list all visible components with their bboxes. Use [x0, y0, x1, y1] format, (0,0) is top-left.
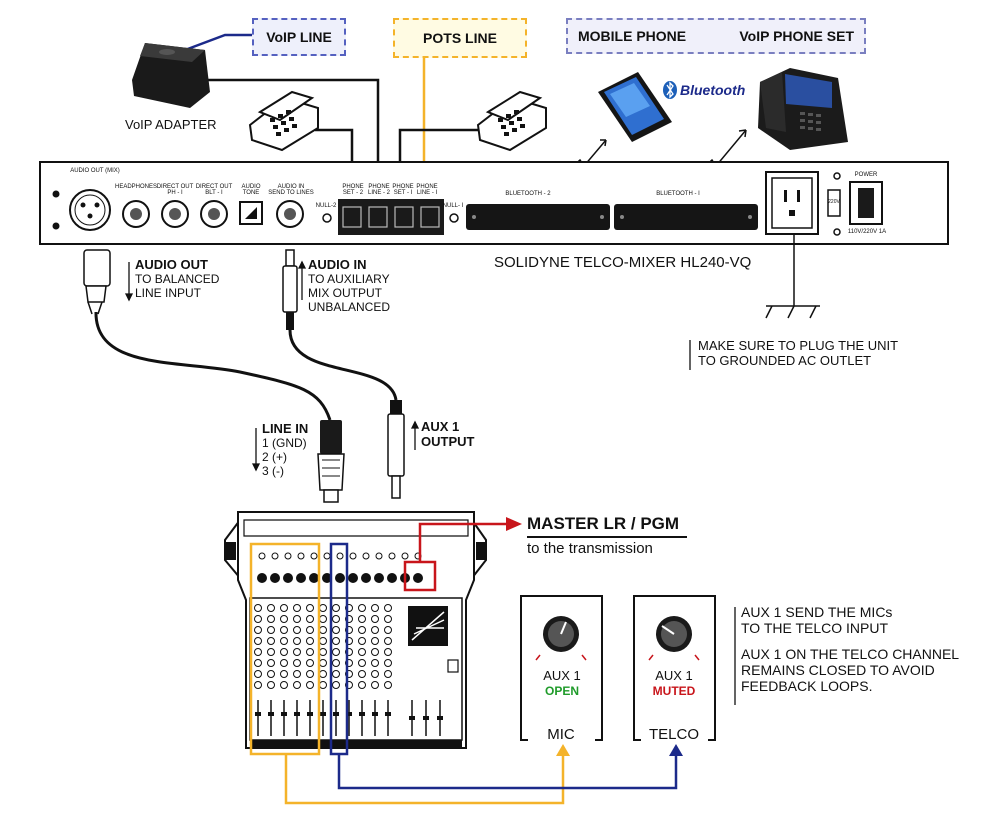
telco-aux-wire	[337, 748, 678, 790]
notes: AUX 1 SEND THE MICs TO THE TELCO INPUT A…	[741, 604, 959, 694]
mic-aux-label: AUX 1	[543, 668, 581, 683]
annotation-arrows	[124, 260, 736, 705]
phone-set-2-label: PHONE SET - 2	[342, 184, 364, 197]
audio-out-annotation: AUDIO OUT TO BALANCED LINE INPUT	[135, 257, 220, 301]
telco-mixer-panel	[39, 161, 949, 245]
voip-phone-set-label: VoIP PHONE SET	[739, 28, 854, 44]
line-in-pin3: 3 (-)	[262, 463, 284, 478]
voip-line-wire	[184, 33, 258, 52]
desk-phone-right	[476, 90, 547, 152]
bluetooth-logo-icon	[663, 81, 677, 99]
power-label: POWER	[854, 172, 878, 178]
xlr-cable	[94, 311, 332, 421]
ground-note-line1: MAKE SURE TO PLUG THE UNIT	[698, 338, 899, 353]
ground-note-line2: TO GROUNDED AC OUTLET	[698, 352, 872, 368]
audio-in-send-label: AUDIO IN SEND TO LINES	[268, 184, 314, 197]
telco-aux-label: AUX 1	[655, 668, 693, 683]
master-underline	[527, 536, 687, 538]
voltage-label: 220V	[828, 199, 840, 205]
master-title: MASTER LR / PGM	[527, 514, 680, 533]
audio-tone-label: AUDIO TONE	[241, 184, 261, 197]
device-name: SOLIDYNE TELCO-MIXER HL240-VQ	[494, 254, 752, 271]
jack-cable	[288, 329, 398, 401]
mic-knob-box	[520, 595, 603, 741]
rating-label: 110V/220V 1A	[847, 229, 887, 235]
voip-line-label: VoIP LINE	[266, 29, 332, 45]
master-subtitle: to the transmission	[527, 540, 653, 557]
audio-out-line2: LINE INPUT	[135, 285, 202, 300]
line-in-pin2: 2 (+)	[262, 449, 288, 464]
voip-adapter	[132, 43, 210, 108]
telco-name-label: TELCO	[642, 726, 706, 744]
bluetooth-2-label: BLUETOOTH - 2	[505, 191, 551, 197]
pots-line-box: POTS LINE	[393, 18, 527, 58]
phone-to-phone-set-1-wire	[398, 128, 480, 168]
xlr-plug-bottom	[317, 420, 345, 503]
mic-aux-wire	[284, 748, 565, 805]
audio-out-mix-label: AUDIO OUT (MIX)	[70, 168, 120, 174]
audio-in-line3: UNBALANCED	[308, 299, 391, 314]
phone-line-2-label: PHONE LINE - 2	[367, 184, 390, 197]
bluetooth-1-label: BLUETOOTH - I	[656, 191, 700, 197]
note1-line2: TO THE TELCO INPUT	[741, 620, 889, 637]
mobile-voip-box: MOBILE PHONE VoIP PHONE SET	[566, 18, 866, 54]
mic-state-label: OPEN	[544, 684, 579, 698]
voip-line-box: VoIP LINE	[252, 18, 346, 56]
mixer-console	[224, 511, 487, 749]
master-output-wire	[418, 522, 510, 562]
audio-out-line1: TO BALANCED	[135, 271, 220, 286]
aux-output-line1: AUX 1	[421, 419, 460, 434]
headphones-label: HEADPHONES	[114, 184, 157, 190]
line-in-pin1: 1 (GND)	[262, 435, 307, 450]
voip-phone-set	[758, 68, 848, 150]
note2-line2: REMAINS CLOSED TO AVOID	[741, 662, 935, 679]
note2-line3: FEEDBACK LOOPS.	[741, 678, 873, 695]
jack-plug-top	[282, 249, 298, 330]
null-1-label: NULL- I	[442, 203, 464, 209]
phone-line-1-label: PHONE LINE - I	[416, 184, 438, 197]
line-in-annotation: LINE IN 1 (GND) 2 (+) 3 (-)	[262, 421, 309, 478]
phone-to-phone-set-2-wire	[315, 128, 354, 168]
audio-in-line2: MIX OUTPUT	[308, 285, 382, 300]
ground-note: MAKE SURE TO PLUG THE UNIT TO GROUNDED A…	[698, 338, 899, 369]
adapter-to-phone-line-2-wire	[195, 78, 380, 168]
bluetooth-label: Bluetooth	[680, 82, 746, 98]
voip-adapter-label: VoIP ADAPTER	[125, 117, 217, 132]
jack-plug-bottom	[387, 400, 405, 499]
mic-name-label: MIC	[530, 726, 592, 744]
xlr-plug-top	[83, 249, 111, 315]
direct-out-ph-label: DIRECT OUT PH - I	[156, 184, 194, 197]
desk-phone-left	[248, 90, 319, 152]
direct-out-blt-label: DIRECT OUT BLT - I	[195, 184, 233, 197]
audio-in-title: AUDIO IN	[308, 257, 367, 272]
note2-line1: AUX 1 ON THE TELCO CHANNEL	[741, 646, 960, 663]
audio-in-line1: TO AUXILIARY	[308, 271, 390, 286]
aux-output-line2: OUTPUT	[421, 433, 475, 449]
audio-out-title: AUDIO OUT	[135, 257, 208, 272]
ground-symbol	[765, 234, 820, 319]
audio-in-annotation: AUDIO IN TO AUXILIARY MIX OUTPUT UNBALAN…	[308, 257, 391, 314]
telco-state-label: MUTED	[652, 684, 696, 698]
mobile-phone	[598, 72, 672, 142]
pots-line-label: POTS LINE	[423, 30, 497, 46]
mobile-phone-label: MOBILE PHONE	[578, 28, 687, 44]
null-2-label: NULL-2	[315, 203, 337, 209]
line-in-title: LINE IN	[262, 421, 309, 436]
note1-line1: AUX 1 SEND THE MICs	[741, 604, 893, 620]
aux-output-annotation: AUX 1 OUTPUT	[421, 419, 475, 450]
phone-set-1-label: PHONE SET - I	[392, 184, 414, 197]
telco-knob-box	[633, 595, 716, 741]
